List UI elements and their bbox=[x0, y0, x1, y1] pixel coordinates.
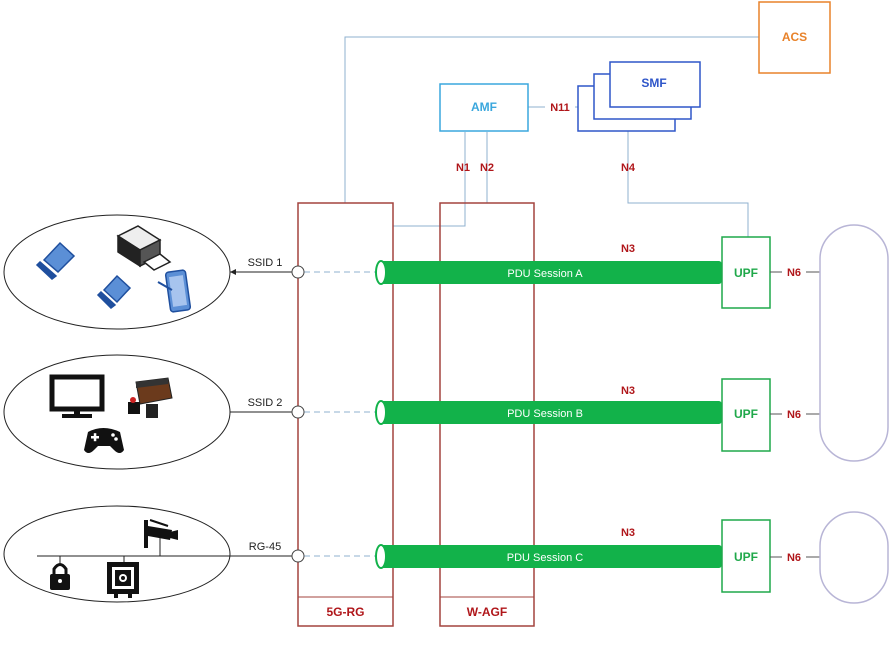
pdu-pipe-a: PDU Session A bbox=[375, 260, 724, 285]
interface-n11: N11 bbox=[550, 102, 570, 114]
upf-label: UPF bbox=[734, 266, 758, 280]
amf-label: AMF bbox=[471, 100, 497, 114]
data-network-c bbox=[819, 511, 889, 604]
interface-n3-c: N3 bbox=[621, 527, 635, 539]
acs-link bbox=[344, 36, 759, 203]
n1-link bbox=[393, 132, 466, 227]
laptop-icon bbox=[96, 274, 132, 309]
port-lines bbox=[230, 271, 297, 557]
port-circle bbox=[291, 405, 305, 419]
amf-node: AMF bbox=[439, 83, 529, 132]
upf-label: UPF bbox=[734, 550, 758, 564]
interface-n1: N1 bbox=[456, 162, 470, 174]
smf-node: SMF bbox=[577, 61, 701, 132]
interface-n6-c: N6 bbox=[787, 552, 801, 564]
pdu-session-a-label: PDU Session A bbox=[507, 268, 583, 280]
pdu-pipe-c: PDU Session C bbox=[375, 544, 724, 569]
port-circle bbox=[291, 265, 305, 279]
interface-n2: N2 bbox=[480, 162, 494, 174]
camera-icon bbox=[144, 519, 178, 548]
device-group-3 bbox=[3, 505, 232, 603]
interface-n4: N4 bbox=[621, 162, 636, 174]
rg-label: 5G-RG bbox=[326, 605, 364, 619]
rg-internal-links bbox=[304, 271, 378, 557]
smf-label: SMF bbox=[641, 76, 666, 90]
upf-node-a: UPF bbox=[721, 236, 771, 309]
device-group-1 bbox=[3, 214, 231, 330]
gamepad-icon bbox=[84, 428, 124, 453]
acs-label: ACS bbox=[782, 30, 807, 44]
control-lines bbox=[344, 36, 759, 237]
pdu-session-b-label: PDU Session B bbox=[507, 408, 583, 420]
port-label-rg45: RG-45 bbox=[249, 541, 281, 553]
upf-node-b: UPF bbox=[721, 378, 771, 452]
upf-node-c: UPF bbox=[721, 519, 771, 593]
printer-icon bbox=[116, 225, 172, 271]
acs-node: ACS bbox=[758, 1, 831, 74]
data-network-shared bbox=[819, 224, 889, 462]
pdu-pipe-b: PDU Session B bbox=[375, 400, 724, 425]
port-label-ssid2: SSID 2 bbox=[248, 397, 283, 409]
n4-link bbox=[627, 131, 749, 237]
game-console-icon bbox=[128, 377, 173, 418]
interface-n6-b: N6 bbox=[787, 409, 801, 421]
lock-icon bbox=[50, 563, 70, 590]
port-arrow bbox=[230, 269, 236, 275]
port-label-ssid1: SSID 1 bbox=[248, 257, 283, 269]
tablet-icon bbox=[157, 269, 192, 313]
safe-icon bbox=[107, 562, 139, 598]
interface-n6-a: N6 bbox=[787, 267, 801, 279]
pdu-session-c-label: PDU Session C bbox=[507, 552, 583, 564]
interface-n3-b: N3 bbox=[621, 385, 635, 397]
rg-ports bbox=[291, 265, 305, 563]
agf-label: W-AGF bbox=[467, 605, 507, 619]
laptop-icon bbox=[35, 241, 76, 280]
device-group-2 bbox=[3, 354, 231, 470]
port-circle bbox=[291, 549, 305, 563]
interface-n3-a: N3 bbox=[621, 243, 635, 255]
monitor-icon bbox=[49, 374, 105, 418]
upf-label: UPF bbox=[734, 407, 758, 421]
